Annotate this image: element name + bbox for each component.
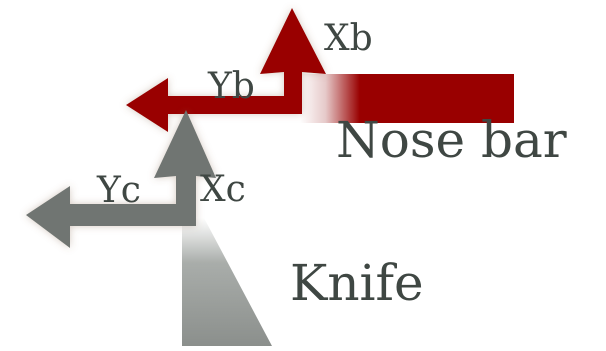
knife-label: Knife (290, 254, 424, 312)
knife-y-axis-arrow (26, 186, 192, 248)
knife-body (182, 218, 272, 346)
bar-y-axis-label: Yb (207, 66, 255, 107)
nose-bar-label: Nose bar (336, 111, 567, 169)
knife-coordinate-frame (26, 110, 216, 248)
bar-coordinate-frame (126, 8, 326, 132)
bar-y-axis-arrow (126, 78, 294, 132)
nose-bar-body (300, 74, 514, 123)
bar-x-axis-arrow (260, 8, 326, 114)
knife-y-axis-label: Yc (96, 170, 141, 211)
knife-x-axis-arrow (154, 110, 216, 226)
bar-x-axis-label: Xb (324, 18, 373, 59)
knife-x-axis-label: Xc (200, 169, 246, 210)
